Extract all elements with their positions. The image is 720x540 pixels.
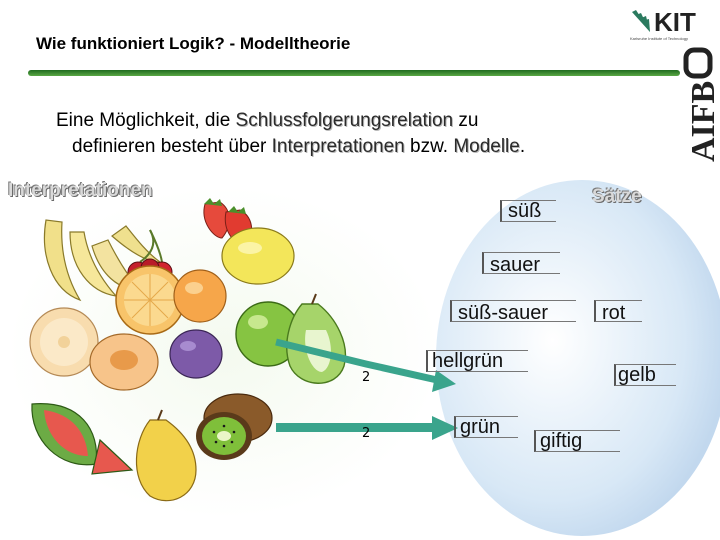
kit-logo-text: KIT (654, 7, 696, 37)
sentence-suess: süß (508, 200, 542, 222)
term-schlussfolgerungsrelation: Schlussfolgerungsrelation (235, 110, 454, 131)
grapefruit-icon (29, 307, 99, 377)
arrow-2-label: 2 (362, 426, 371, 441)
sentence-frame (594, 300, 642, 322)
sentences-label: Sätze (592, 186, 642, 207)
intro-text-part: . (519, 136, 526, 157)
sentence-frame (614, 364, 676, 386)
interpretations-label: Interpretationen (8, 180, 153, 201)
title-underline (28, 70, 680, 76)
yellow-pear-icon (135, 409, 197, 502)
arrow-to-hellgruen (275, 338, 456, 392)
sentences-oval (436, 180, 720, 536)
kiwi-icon (196, 393, 273, 460)
pear-icon (286, 293, 346, 384)
sentence-suess-sauer: süß-sauer (458, 302, 549, 324)
plum-icon (169, 329, 223, 379)
aifb-logo: AIFB (683, 47, 720, 162)
sentence-rot: rot (602, 302, 626, 324)
intro-text-part: definieren besteht über (72, 136, 272, 157)
lemon-icon (221, 227, 295, 285)
intro-text-part: Eine Möglichkeit, die (56, 110, 236, 131)
sentence-frame (426, 350, 528, 372)
melon-icon (31, 403, 98, 466)
arrow-1-label: 2 (362, 370, 371, 385)
sentence-frame (534, 430, 620, 452)
intro-line-1: Eine Möglichkeit, die Schlussfolgerungsr… (56, 108, 676, 134)
sentence-gelb: gelb (618, 364, 656, 386)
watermelon-slice-icon (91, 438, 134, 475)
kit-logo: KIT Karlsruhe Institute of Technology (630, 7, 696, 41)
intro-text-part: bzw. (404, 136, 454, 157)
sentence-frame (482, 252, 560, 274)
sentence-frame (454, 416, 518, 438)
slide-title: Wie funktioniert Logik? - Modelltheorie (36, 34, 351, 53)
kit-logo-subtitle: Karlsruhe Institute of Technology (630, 36, 688, 41)
intro-text: Eine Möglichkeit, die Schlussfolgerungsr… (56, 108, 676, 160)
intro-line-2: definieren besteht über Interpretationen… (56, 134, 676, 160)
sentence-frame (500, 200, 556, 222)
term-interpretationen: Interpretationen (271, 136, 405, 157)
sentence-hellgruen: hellgrün (432, 350, 504, 372)
intro-text-part: zu (453, 110, 479, 131)
peach-icon (173, 269, 227, 323)
sentence-giftig: giftig (540, 430, 583, 452)
aifb-logo-text: AIFB (685, 81, 720, 162)
arrow-to-gruen (276, 416, 458, 440)
orange-icon (115, 265, 185, 335)
sentence-sauer: sauer (490, 254, 541, 276)
sentence-gruen: grün (460, 416, 501, 438)
apricot-icon (89, 333, 159, 391)
term-modelle: Modelle (453, 136, 520, 157)
sentence-frame (450, 300, 576, 322)
